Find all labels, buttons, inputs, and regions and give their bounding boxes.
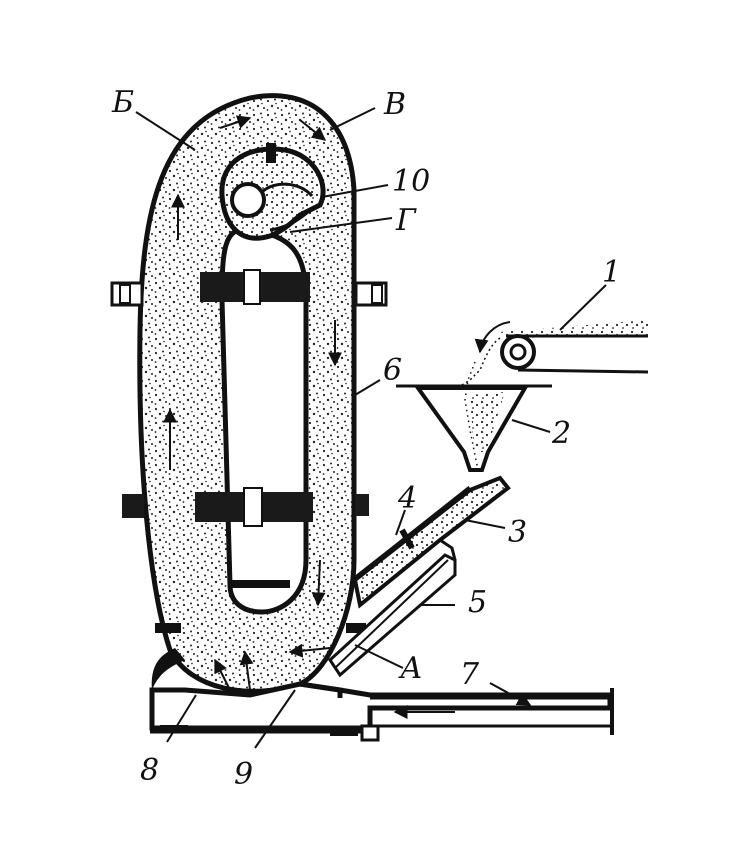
label-V: В [383,87,406,122]
label-A: А [398,651,423,686]
separator-classifier [219,143,326,241]
label-10: 10 [392,164,430,199]
label-7: 7 [460,657,480,692]
hopper [396,384,552,472]
label-5: 5 [468,585,487,620]
label-3: 3 [508,515,527,550]
upper-support [110,269,388,307]
label-2: 2 [551,416,571,451]
base-manifold [149,648,614,742]
left-flange [155,623,181,633]
bottom-clamp [228,580,290,588]
label-8: 8 [140,753,159,788]
right-flange [346,623,366,633]
flow-arrows [163,115,342,691]
bypass-pipe [328,538,457,678]
label-1: 1 [602,255,621,290]
feed-pipe [352,475,511,609]
label-B: Б [111,85,134,120]
lower-support [122,487,369,527]
label-G: Г [395,203,417,238]
label-4: 4 [397,481,417,516]
conveyor [461,320,649,471]
label-6: 6 [383,353,402,388]
leader-lines [135,107,607,749]
label-9: 9 [234,757,253,792]
